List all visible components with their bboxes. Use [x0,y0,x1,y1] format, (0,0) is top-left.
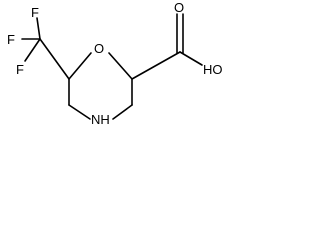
bond-ring-c-o [68,52,92,80]
bond-ring-c-n [112,104,133,120]
atom-label-carbonyl-oxygen: O [174,0,184,15]
atom-label-f-left: F [7,32,15,47]
bond-ring-n-c [68,104,91,120]
atom-label-f-top: F [31,5,39,20]
bond-cf3-f-bottom [24,38,41,62]
atom-label-ring-oxygen: O [94,41,104,56]
chemical-structure: F F F O NH O HO [7,0,223,127]
bond-c-oh [179,51,203,66]
atom-label-f-bottom: F [16,62,24,77]
bond-ring-carboxyl [131,51,181,80]
atom-label-hydroxyl: HO [203,62,223,77]
bond-ring-o-c [108,52,133,80]
bond-cf3-f-top [36,17,41,40]
atom-label-ring-nitrogen: NH [91,112,110,127]
bond-cf3-ring [39,38,70,80]
